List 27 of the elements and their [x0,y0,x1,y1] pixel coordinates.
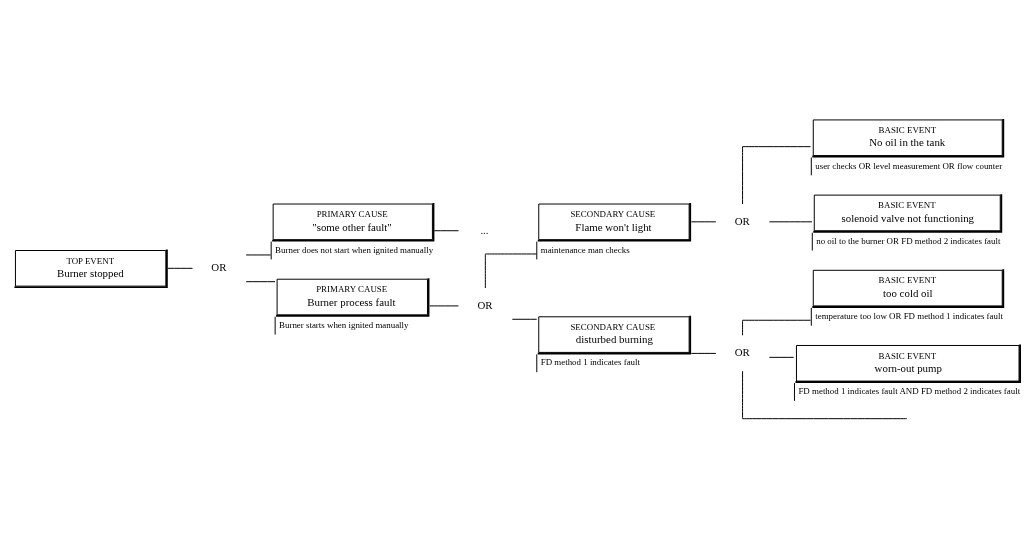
node-label: maintenance man checks [540,244,630,255]
connector [433,229,460,231]
connector [245,253,272,255]
node-label: temperature too low OR FD method 1 indicates fault [815,310,1003,321]
connector [245,280,276,282]
connector [768,356,795,358]
node-label: no oil to the burner OR FD method 2 indicates fault [816,235,1001,246]
node-text: OR [734,345,750,358]
connector [742,370,908,419]
connector [768,220,813,222]
connector [167,267,194,269]
node-text: OR [734,214,750,227]
node-text: ... [480,223,489,235]
node-text: OR [477,298,493,311]
connector [484,253,538,289]
connector [742,319,811,336]
node-label: Burner starts when ignited manually [279,319,409,330]
connector [742,145,811,204]
node-label: FD method 1 indicates fault AND FD method 2 indicates fault [798,385,1021,396]
node-label: user checks OR level measurement OR flow counter [815,160,1003,171]
node-label: FD method 1 indicates fault [540,356,641,367]
connector [690,220,717,222]
connector [429,304,459,306]
connector [511,318,538,320]
connector [690,352,717,354]
node-text: OR [211,260,227,273]
node-label: Burner does not start when ignited manually [275,244,434,255]
